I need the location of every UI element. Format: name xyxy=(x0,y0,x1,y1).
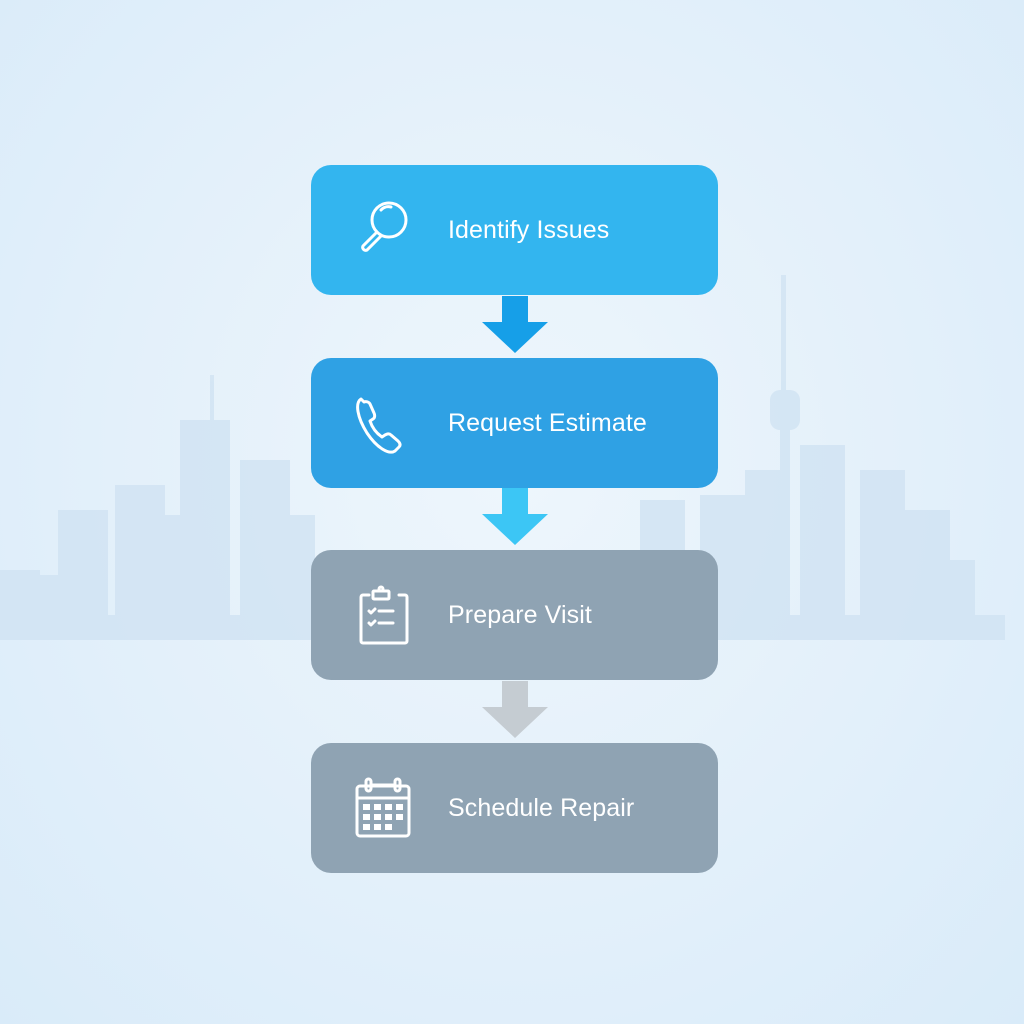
step-label: Identify Issues xyxy=(448,215,610,244)
step-label: Prepare Visit xyxy=(448,600,592,629)
calendar-icon xyxy=(347,772,419,844)
arrow-down-icon xyxy=(482,296,548,353)
magnifying-glass-icon xyxy=(347,194,419,266)
phone-icon xyxy=(347,387,419,459)
step-identify-issues[interactable]: Identify Issues xyxy=(311,165,718,295)
arrow-down-icon xyxy=(482,681,548,738)
clipboard-checklist-icon xyxy=(347,579,419,651)
step-label: Schedule Repair xyxy=(448,793,635,822)
step-request-estimate[interactable]: Request Estimate xyxy=(311,358,718,488)
step-label: Request Estimate xyxy=(448,408,647,437)
step-prepare-visit[interactable]: Prepare Visit xyxy=(311,550,718,680)
arrow-down-icon xyxy=(482,488,548,545)
step-schedule-repair[interactable]: Schedule Repair xyxy=(311,743,718,873)
